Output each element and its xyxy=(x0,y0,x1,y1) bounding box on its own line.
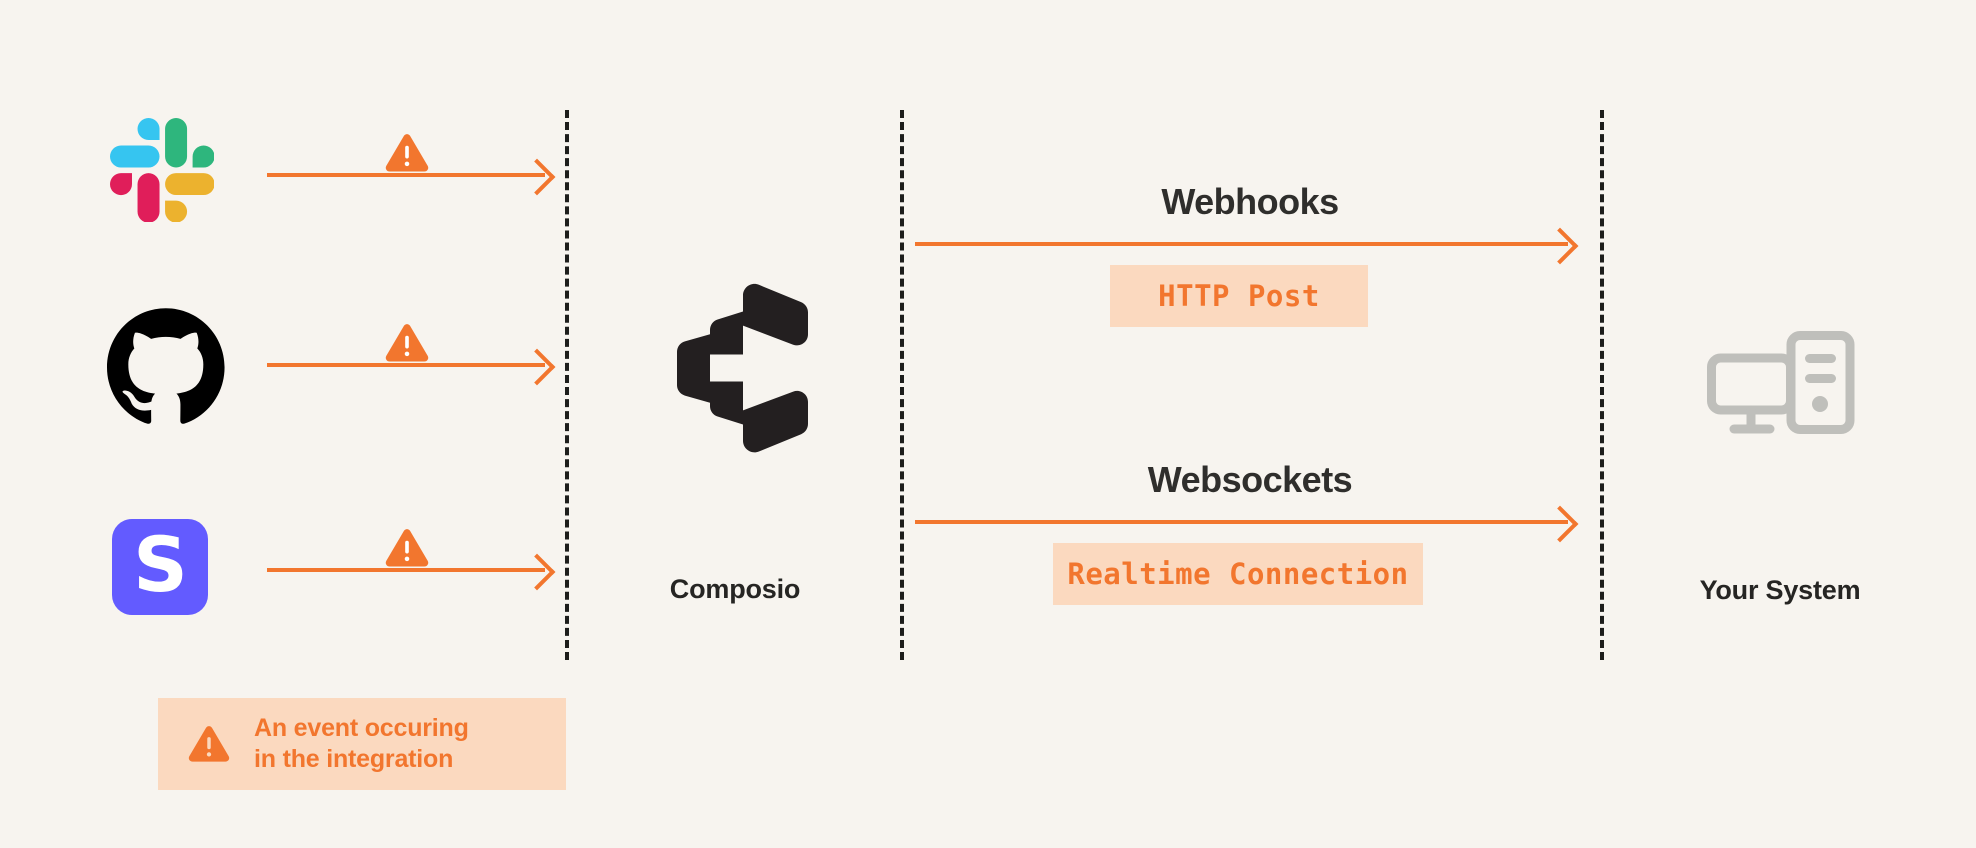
desktop-computer-icon xyxy=(1706,330,1856,455)
channel-title-webhooks: Webhooks xyxy=(1161,181,1339,222)
legend-line-2: in the integration xyxy=(254,745,454,773)
slack-icon xyxy=(110,118,215,223)
event-arrow-stripe xyxy=(267,568,545,572)
channel-line-websockets xyxy=(915,520,1568,524)
composio-label: Composio xyxy=(669,574,801,604)
legend-box: An event occuring in the integration xyxy=(158,698,566,790)
divider-integrations-composio xyxy=(565,110,569,660)
divider-transport-system xyxy=(1600,110,1604,660)
divider-composio-transport xyxy=(900,110,904,660)
stripe-wordmark-letter: S xyxy=(133,520,188,609)
warning-triangle-icon xyxy=(188,725,230,763)
event-arrow-slack xyxy=(267,173,545,177)
composio-logo-icon xyxy=(660,282,812,459)
arrow-right-icon xyxy=(1541,505,1579,543)
arrow-right-icon xyxy=(518,553,556,591)
github-icon xyxy=(107,307,225,425)
legend-text: An event occuring in the integration xyxy=(254,713,469,775)
chip-http-post: HTTP Post xyxy=(1110,265,1368,327)
warning-triangle-icon xyxy=(385,323,429,363)
chip-realtime-connection: Realtime Connection xyxy=(1053,543,1423,605)
warning-triangle-icon xyxy=(385,133,429,173)
stripe-icon: S xyxy=(112,519,208,615)
event-arrow-github xyxy=(267,363,545,367)
warning-triangle-icon xyxy=(385,528,429,568)
channel-title-websockets: Websockets xyxy=(1147,459,1353,500)
channel-line-webhooks xyxy=(915,242,1568,246)
arrow-right-icon xyxy=(518,348,556,386)
legend-line-1: An event occuring xyxy=(254,714,469,742)
arrow-right-icon xyxy=(518,158,556,196)
arrow-right-icon xyxy=(1541,227,1579,265)
your-system-label: Your System xyxy=(1699,575,1861,605)
